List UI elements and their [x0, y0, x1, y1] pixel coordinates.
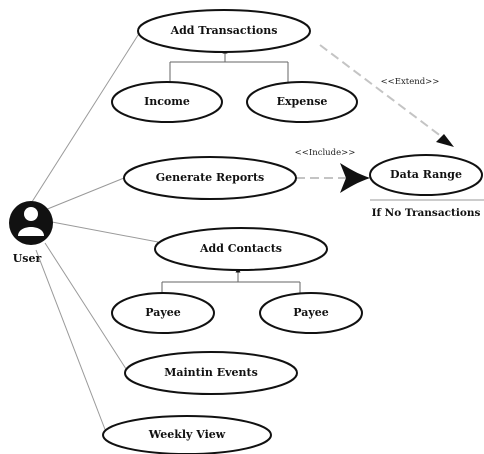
use-case-add-contacts[interactable]: Add Contacts — [154, 227, 328, 271]
svg-text:Generate Reports: Generate Reports — [156, 171, 264, 184]
assoc-add-transactions — [29, 31, 141, 206]
use-case-data-range[interactable]: Data Range — [369, 154, 483, 196]
actor-associations — [29, 31, 159, 433]
svg-text:Maintin Events: Maintin Events — [164, 366, 258, 379]
generalization-contacts — [161, 267, 301, 294]
svg-text:Income: Income — [144, 95, 190, 108]
assoc-add-contacts — [51, 221, 159, 243]
svg-text:Add Contacts: Add Contacts — [199, 242, 282, 255]
include-label: <<Include>> — [295, 148, 356, 158]
assoc-generate-reports — [44, 177, 125, 211]
include-arrowhead — [340, 163, 370, 193]
svg-text:Payee: Payee — [145, 306, 181, 319]
svg-text:Data Range: Data Range — [390, 168, 462, 181]
use-case-expense[interactable]: Expense — [246, 81, 358, 123]
use-case-generate-reports[interactable]: Generate Reports — [123, 156, 297, 200]
generalization-transactions — [169, 48, 289, 82]
svg-text:Weekly View: Weekly View — [148, 428, 226, 441]
use-case-payee-1[interactable]: Payee — [111, 292, 215, 334]
extend-label: <<Extend>> — [381, 77, 440, 87]
extend-arrowhead — [436, 134, 454, 147]
use-case-payee-2[interactable]: Payee — [259, 292, 363, 334]
actor-user[interactable]: User — [9, 201, 53, 265]
use-case-weekly-view[interactable]: Weekly View — [102, 415, 272, 454]
assoc-maintain-events — [44, 242, 129, 373]
svg-text:Expense: Expense — [277, 95, 328, 108]
svg-text:Payee: Payee — [293, 306, 329, 319]
use-case-maintain-events[interactable]: Maintin Events — [124, 351, 298, 395]
use-case-income[interactable]: Income — [111, 81, 223, 123]
assoc-weekly-view — [35, 249, 107, 433]
use-case-add-transactions[interactable]: Add Transactions — [137, 9, 311, 53]
svg-text:Add Transactions: Add Transactions — [170, 24, 278, 37]
actor-label: User — [13, 252, 42, 265]
data-range-note: If No Transactions — [372, 207, 481, 219]
